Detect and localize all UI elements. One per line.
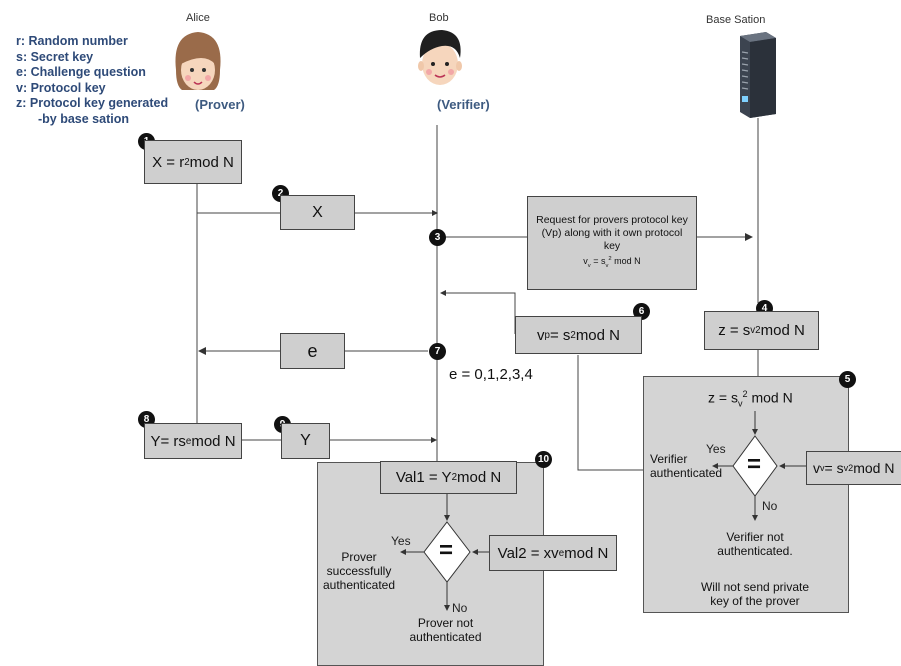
legend-item: s: Secret key (16, 49, 94, 64)
alice-role: (Prover) (195, 97, 245, 112)
legend-item: z: Protocol key generated (16, 96, 169, 110)
step-7-badge: 7 (429, 343, 446, 360)
step-3-badge: 3 (429, 229, 446, 246)
legend: r: Random number s: Secret key e: Challe… (16, 34, 168, 127)
bob-role: (Verifier) (437, 97, 490, 112)
step-5-decision (712, 411, 807, 521)
step-5-yes: Yes (706, 442, 726, 456)
prover-fail-text: Prover not authenticated (409, 616, 482, 644)
step-10-badge: 10 (535, 451, 552, 468)
step-9-box: Y (281, 423, 330, 459)
legend-item: r: Random number (16, 34, 128, 48)
alice-name: Alice (186, 12, 210, 24)
step-5-note: Will not send private key of the prover (700, 580, 810, 608)
step-7-box: e (280, 333, 345, 369)
alice-avatar-icon (170, 26, 226, 107)
step-5-z-formula: z = sv2 mod N (708, 389, 793, 409)
legend-item: -by base sation (38, 111, 129, 126)
step-5-no: No (762, 499, 778, 513)
step-10-equals: = (439, 537, 454, 564)
server-icon (736, 30, 780, 123)
verifier-authenticated-text: Verifier authenticated (650, 452, 723, 480)
step-10-decision (400, 494, 489, 611)
prover-success-text: Prover successfully authenticated (322, 550, 396, 592)
verifier-not-authenticated-text: Verifier not authenticated. (717, 530, 793, 558)
step-10-yes: Yes (391, 534, 411, 548)
legend-item: v: Protocol key (16, 80, 106, 95)
step-2-box: X (280, 195, 355, 230)
step-5-badge: 5 (839, 371, 856, 388)
step-3-box: Request for provers protocol key (Vp) al… (527, 196, 697, 290)
step-6-badge: 6 (633, 303, 650, 320)
step-5-panel (643, 376, 849, 613)
step-5-equals: = (747, 451, 762, 478)
step-10-no: No (452, 601, 468, 615)
legend-item: e: Challenge question (16, 65, 146, 79)
bob-avatar-icon (412, 24, 468, 101)
challenge-values: e = 0,1,2,3,4 (449, 366, 533, 383)
base-station-name: Base Sation (706, 14, 766, 26)
bob-name: Bob (429, 12, 449, 24)
